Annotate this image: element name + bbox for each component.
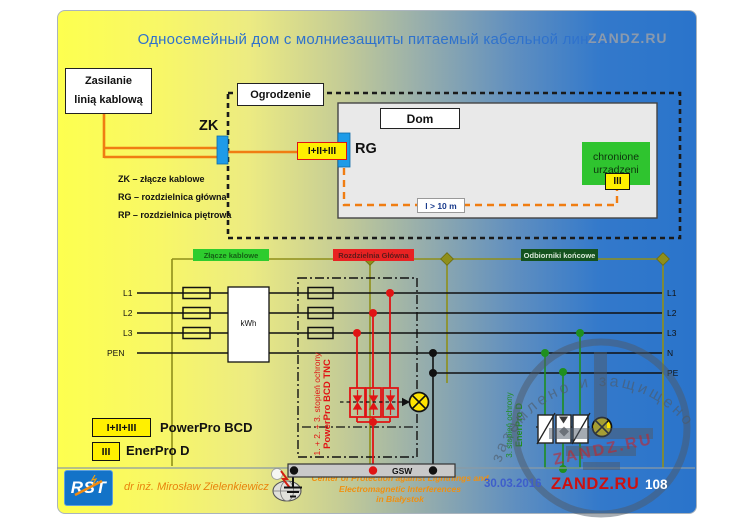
section-label-rozdzielnia: Rozdzielnia Główna (333, 249, 414, 261)
spd-main-badge: I+II+III (297, 142, 347, 160)
spd-main-text-line1: 1. + 2. + 3. stopień ochrony (311, 352, 322, 456)
protected-line1: chronione (592, 150, 640, 163)
supply-box-line2: linią kablową (74, 94, 143, 106)
spd-third-badge: III (605, 173, 630, 190)
fence-label-box: Ogrodzenie (237, 83, 324, 106)
gsw-label: GSW (392, 466, 413, 476)
spd-third-text-line2: EnerPro D (513, 403, 524, 448)
line-label-l2-right: L2 (667, 308, 677, 318)
rst-logo-slash (74, 474, 103, 497)
rg-label: RG (355, 141, 377, 157)
line-label-l3-left: L3 (123, 328, 133, 338)
supply-box-line1: Zasilanie (84, 75, 133, 87)
section-label-odbiorniki: Odbiorniki końcowe (521, 249, 598, 261)
legend-label-enerpro: EnerPro D (126, 443, 190, 458)
footer-date: 30.03.2016 (484, 478, 542, 490)
orange-watermark-line3: in Białystok (376, 494, 424, 504)
spd-main-text-line2: PowerPro BCD TNC (321, 359, 333, 449)
orange-watermark: Center of Protection against Lightnings … (275, 473, 525, 505)
house-label-box: Dom (380, 108, 460, 129)
footer-site: ZANDZ.RU (551, 475, 640, 493)
slide-background (57, 10, 697, 514)
legend-line-zk: ZK – złącze kablowe (118, 174, 205, 184)
line-label-l3-right: L3 (667, 328, 677, 338)
legend-badge-powerpro: I+II+III (92, 418, 151, 437)
legend-line-rg: RG – rozdzielnica główna (118, 192, 227, 202)
legend-badge-enerpro: III (92, 442, 120, 461)
kwh-meter-label: kWh (240, 319, 257, 328)
slide-title: Односемейный дом с молниезащиты питаемый… (137, 31, 615, 48)
rst-logo: RST (64, 470, 113, 506)
legend-line-rp: RP – rozdzielnica piętrowa (118, 210, 232, 220)
orange-watermark-line2: Electromagnetic Interferences (339, 483, 461, 494)
line-label-l1-right: L1 (667, 288, 677, 298)
line-label-n-right: N (667, 348, 674, 358)
line-label-pen-left: PEN (107, 348, 125, 358)
supply-box: Zasilanie linią kablową (65, 68, 152, 114)
footer-author: dr inż. Mirosław Zielenkiewicz (124, 481, 269, 493)
legend-label-powerpro: PowerPro BCD (160, 420, 253, 435)
spd-third-rotated-text: 3. stopień ochrony EnerPro D (502, 385, 526, 465)
line-label-l1-left: L1 (123, 288, 133, 298)
footer-page-number: 108 (645, 477, 668, 492)
distance-label-box: l > 10 m (417, 198, 465, 213)
spd-third-text-line1: 3. stopień ochrony (504, 392, 514, 458)
line-label-pe-right: PE (667, 368, 679, 378)
zandz-top-watermark: ZANDZ.RU (588, 30, 668, 46)
orange-watermark-line1: Center of Protection against Lightnings … (311, 473, 489, 483)
section-label-zlacze: Złącze kablowe (193, 249, 269, 261)
spd-main-rotated-text: 1. + 2. + 3. stopień ochrony PowerPro BC… (309, 349, 335, 459)
line-label-l2-left: L2 (123, 308, 133, 318)
zk-label: ZK (199, 118, 219, 134)
